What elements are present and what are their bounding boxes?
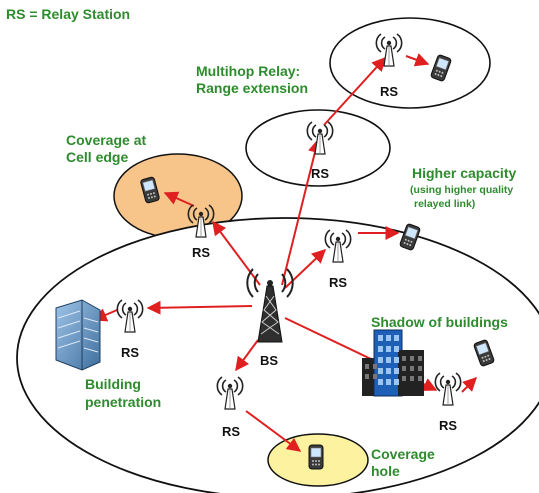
phone-icon [308, 444, 324, 470]
rs-label: RS [121, 345, 140, 360]
rs-label: RS [222, 424, 241, 439]
rs-label: RS [192, 245, 211, 260]
label-building-penetration-line1: Building [85, 376, 141, 392]
label-shadow-of-buildings: Shadow of buildings [371, 314, 508, 330]
arrow-rs-far-to-phone [405, 53, 430, 67]
label-multihop-line2: Range extension [196, 80, 309, 96]
label-multihop-line1: Multihop Relay: [196, 63, 301, 79]
label-coverage-hole-line2: hole [371, 463, 400, 479]
arrow-rs-shadow-to-phone [461, 377, 477, 393]
arrow-bs-to-rs-capacity [284, 249, 327, 289]
tower-icon [246, 268, 294, 343]
bs-label: BS [260, 353, 279, 368]
label-building-penetration-line2: penetration [85, 394, 162, 410]
rs-label: RS [311, 166, 330, 181]
multihop-cell-2 [329, 17, 491, 109]
arrow-bs-to-rs-hole [235, 339, 259, 372]
arrow-rs-hole-to-phone [245, 410, 302, 452]
legend-text: RS = Relay Station [6, 6, 131, 22]
arrow-bs-to-rs-building [146, 300, 253, 315]
building-icon [55, 299, 101, 371]
building-icon [362, 329, 424, 397]
rs-label: RS [329, 275, 348, 290]
label-coverage-edge-line2: Cell edge [66, 149, 129, 165]
arrow-rs-to-rs-far [323, 56, 386, 126]
label-coverage-hole-line1: Coverage [371, 446, 435, 462]
label-higher-capacity: Higher capacity [412, 165, 517, 181]
arrow-bs-to-rs-edge [212, 220, 261, 286]
main-cell [16, 217, 539, 493]
arrow-rs-edge-to-phone [163, 191, 195, 207]
rs-label: RS [380, 84, 399, 99]
arrow-bs-to-rs-top [281, 138, 322, 286]
label-higher-capacity-note2: relayed link) [414, 198, 476, 210]
rs-label: RS [439, 418, 458, 433]
label-higher-capacity-note1: (using higher quality [410, 184, 514, 196]
label-coverage-edge-line1: Coverage at [66, 132, 147, 148]
